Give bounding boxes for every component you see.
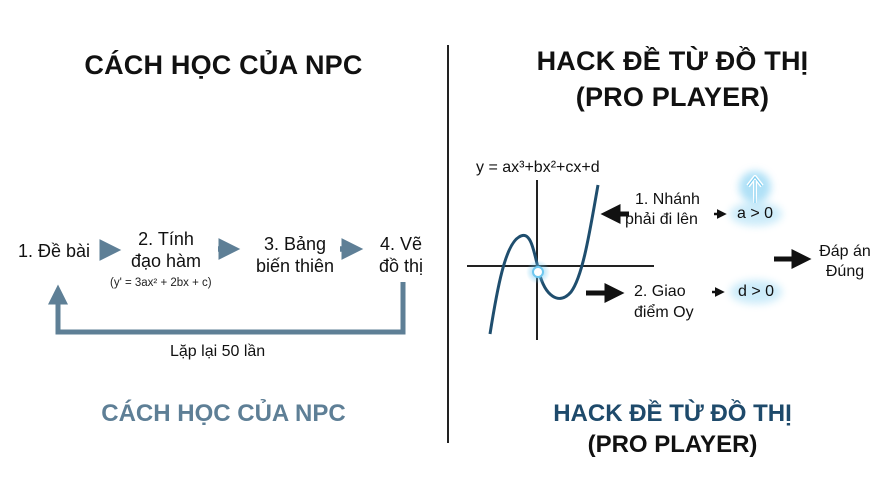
left-title: CÁCH HỌC CỦA NPC	[84, 50, 363, 80]
right-bottom-title-line1: HACK ĐỀ TỪ ĐỒ THỊ	[553, 400, 792, 427]
right-title-line1: HACK ĐỀ TỪ ĐỒ THỊ	[536, 46, 809, 76]
answer: Đáp án Đúng	[812, 242, 878, 282]
equation: y = ax³+bx²+cx+d	[476, 159, 600, 176]
step-2: 2. Tính đạo hàm	[130, 228, 202, 272]
result-1: a > 0	[737, 205, 774, 222]
left-arrows	[48, 238, 406, 335]
step-4-line1: 4. Vẽ	[379, 234, 423, 254]
hint-1-line2: phải đi lên	[625, 211, 698, 228]
step-2-line1: 2. Tính	[138, 229, 194, 249]
step-3-line1: 3. Bảng	[263, 234, 327, 254]
left-bottom-title: CÁCH HỌC CỦA NPC	[101, 400, 346, 427]
right-bottom-title: HACK ĐỀ TỪ ĐỒ THỊ (PRO PLAYER)	[449, 398, 896, 460]
hint-1-line1: 1. Nhánh	[635, 191, 700, 208]
result2-glow	[730, 280, 782, 304]
answer-line2: Đúng	[825, 263, 865, 280]
right-title: HACK ĐỀ TỪ ĐỒ THỊ (PRO PLAYER)	[449, 43, 896, 115]
step-1-label: 1. Đề bài	[18, 241, 91, 261]
right-bottom-title-line2: (PRO PLAYER)	[587, 431, 758, 458]
result1-glow	[730, 202, 782, 226]
hint-2-line1: 2. Giao	[634, 283, 686, 300]
panel-divider	[447, 45, 449, 443]
graph-area	[467, 171, 812, 340]
loop-arrow-icon	[48, 282, 406, 335]
hint-2-line2: điểm Oy	[634, 304, 694, 321]
loop-label: Lặp lại 50 lần	[170, 343, 266, 360]
step-3-line2: biến thiên	[255, 256, 335, 276]
answer-line1: Đáp án	[819, 243, 871, 260]
cubic-curve	[488, 184, 600, 335]
step-2-line2: đạo hàm	[130, 251, 202, 271]
step-3: 3. Bảng biến thiên	[250, 233, 340, 277]
glow-dot-icon	[526, 260, 550, 284]
step-1: 1. Đề bài	[18, 240, 90, 262]
result-2: d > 0	[738, 283, 775, 300]
derivative-note: (y' = 3ax² + 2bx + c)	[110, 277, 212, 289]
step-4-line2: đồ thị	[378, 256, 424, 276]
hint-2: 2. Giao điểm Oy	[634, 281, 694, 323]
right-title-line2: (PRO PLAYER)	[575, 82, 770, 112]
step-4: 4. Vẽ đồ thị	[370, 233, 432, 277]
up-arrow-icon	[739, 171, 771, 203]
hint-1: 1. Nhánh phải đi lên	[625, 190, 719, 230]
